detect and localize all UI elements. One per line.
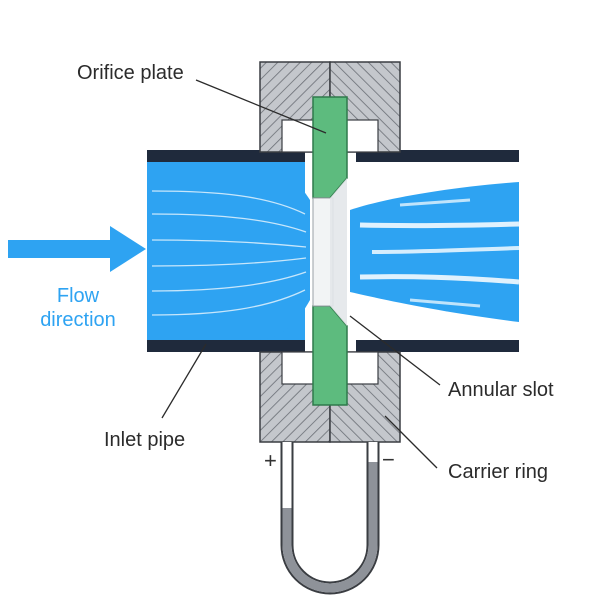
flow-direction-line2: direction xyxy=(40,309,116,331)
carrier-ring-label: Carrier ring xyxy=(448,461,549,483)
orifice-plate xyxy=(312,96,348,406)
flow-direction-line1: Flow xyxy=(56,285,100,307)
leader-lines xyxy=(161,79,441,469)
flow-direction-arrow xyxy=(8,226,146,272)
manometer-u-tube xyxy=(280,442,380,595)
outlet-jet xyxy=(350,182,520,322)
flow-direction-label: Flow direction xyxy=(28,284,128,332)
minus-sign: − xyxy=(382,447,395,472)
plus-sign: + xyxy=(264,448,277,473)
annular-slot-label: Annular slot xyxy=(448,379,554,401)
inlet-pipe-label: Inlet pipe xyxy=(104,429,186,451)
orifice-plate-label: Orifice plate xyxy=(77,62,184,84)
inlet-pipe-body xyxy=(147,150,310,352)
inlet-streamlines xyxy=(151,190,307,316)
